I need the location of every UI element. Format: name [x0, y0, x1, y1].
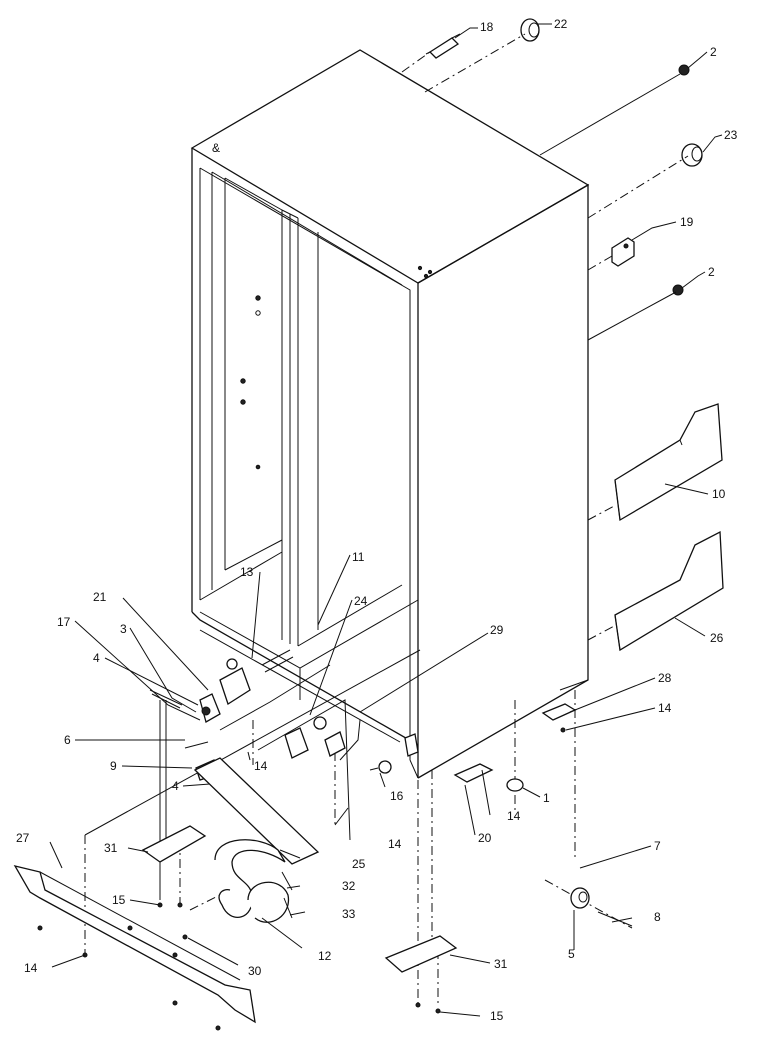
part-23-plug	[681, 143, 703, 167]
callout-4-lower: 4	[172, 779, 179, 793]
callout-15-left: 15	[112, 893, 126, 907]
callout-23: 23	[724, 128, 738, 142]
lower-right-parts	[384, 703, 633, 1014]
callout-30: 30	[248, 964, 262, 978]
callout-29: 29	[490, 623, 504, 637]
callout-26: 26	[710, 631, 724, 645]
callout-19: 19	[680, 215, 694, 229]
callout-25: 25	[352, 857, 366, 871]
callout-32: 32	[342, 879, 356, 893]
part-10-foam-panel	[614, 403, 723, 522]
callout-11: 11	[352, 550, 365, 564]
svg-text:&: &	[212, 141, 220, 155]
callout-9: 9	[110, 759, 117, 773]
part-22-plug	[520, 18, 540, 42]
callout-27: 27	[16, 831, 30, 845]
callout-24: 24	[354, 594, 368, 608]
part-19-bracket	[611, 237, 635, 267]
callout-16: 16	[390, 789, 404, 803]
callout-15-right: 15	[490, 1009, 504, 1023]
callout-14-d: 14	[388, 837, 402, 851]
callout-17: 17	[57, 615, 71, 629]
callout-31-left: 31	[104, 841, 118, 855]
callout-4-upper: 4	[93, 651, 100, 665]
callout-labels: 18 22 2 23 19 2 10 26 11 24 29 13 21 17 …	[16, 17, 738, 1023]
callout-7: 7	[654, 839, 661, 853]
callout-18: 18	[480, 20, 494, 34]
callout-22: 22	[554, 17, 568, 31]
callout-10: 10	[712, 487, 726, 501]
callout-6: 6	[64, 733, 71, 747]
callout-14-c: 14	[507, 809, 521, 823]
refrigerator-cabinet: &	[190, 49, 590, 779]
assembly-lines	[84, 33, 689, 1005]
callout-14-e: 14	[24, 961, 38, 975]
lower-hinge-parts	[149, 649, 419, 781]
callout-31-right: 31	[494, 957, 508, 971]
callout-14-b: 14	[658, 701, 672, 715]
callout-1: 1	[543, 791, 550, 805]
callout-2-side: 2	[708, 265, 715, 279]
callout-12: 12	[318, 949, 332, 963]
callout-5: 5	[568, 947, 575, 961]
callout-33: 33	[342, 907, 356, 921]
callout-leaders	[49, 23, 723, 1017]
callout-20: 20	[478, 831, 492, 845]
base-grille-and-plates	[13, 757, 320, 1031]
callout-3: 3	[120, 622, 127, 636]
callout-28: 28	[658, 671, 672, 685]
part-26-foam-panel	[614, 530, 724, 652]
callout-21: 21	[93, 590, 107, 604]
callout-13: 13	[240, 565, 254, 579]
callout-2-top: 2	[710, 45, 717, 59]
part-2-bumper-side	[672, 284, 684, 296]
part-2-bumper-top	[678, 64, 690, 76]
callout-14-a: 14	[254, 759, 268, 773]
callout-8: 8	[654, 910, 661, 924]
